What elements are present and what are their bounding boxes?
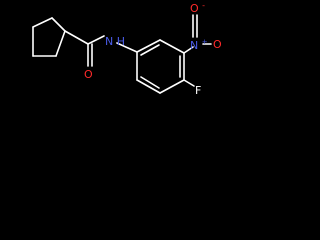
chemical-structure: N H O N + O - O F [32, 1, 222, 97]
bond [116, 42, 138, 53]
bond [51, 17, 66, 32]
atom-label-o-nitro-top: O - [190, 1, 205, 15]
atom-label-n-nitro: N + [190, 38, 208, 52]
bond [159, 79, 185, 94]
bond [140, 44, 160, 56]
amide-group [64, 30, 138, 67]
atom-label-fluorine: F [195, 84, 201, 97]
bond [183, 79, 195, 87]
atom-symbol: N [190, 39, 198, 52]
bond [87, 35, 105, 45]
atom-label-n-amide: N H [105, 35, 125, 48]
bond [159, 39, 185, 54]
bond [32, 17, 53, 28]
nitro-group [183, 14, 212, 54]
atom-symbol: N [105, 35, 113, 48]
bond [140, 76, 160, 89]
atom-symbol: O [190, 2, 199, 15]
cyclopentane-ring [32, 17, 66, 57]
atom-hydrogen: H [117, 35, 125, 48]
bond [55, 30, 66, 57]
atom-charge: + [202, 38, 208, 46]
bond [183, 46, 194, 54]
atom-label-o-carbonyl: O [84, 68, 93, 81]
atom-charge: - [202, 1, 205, 10]
atom-label-o-nitro-side: O [213, 38, 222, 51]
benzene-ring [136, 39, 185, 94]
bond [136, 79, 161, 94]
bond [136, 39, 161, 53]
bond [64, 30, 89, 45]
